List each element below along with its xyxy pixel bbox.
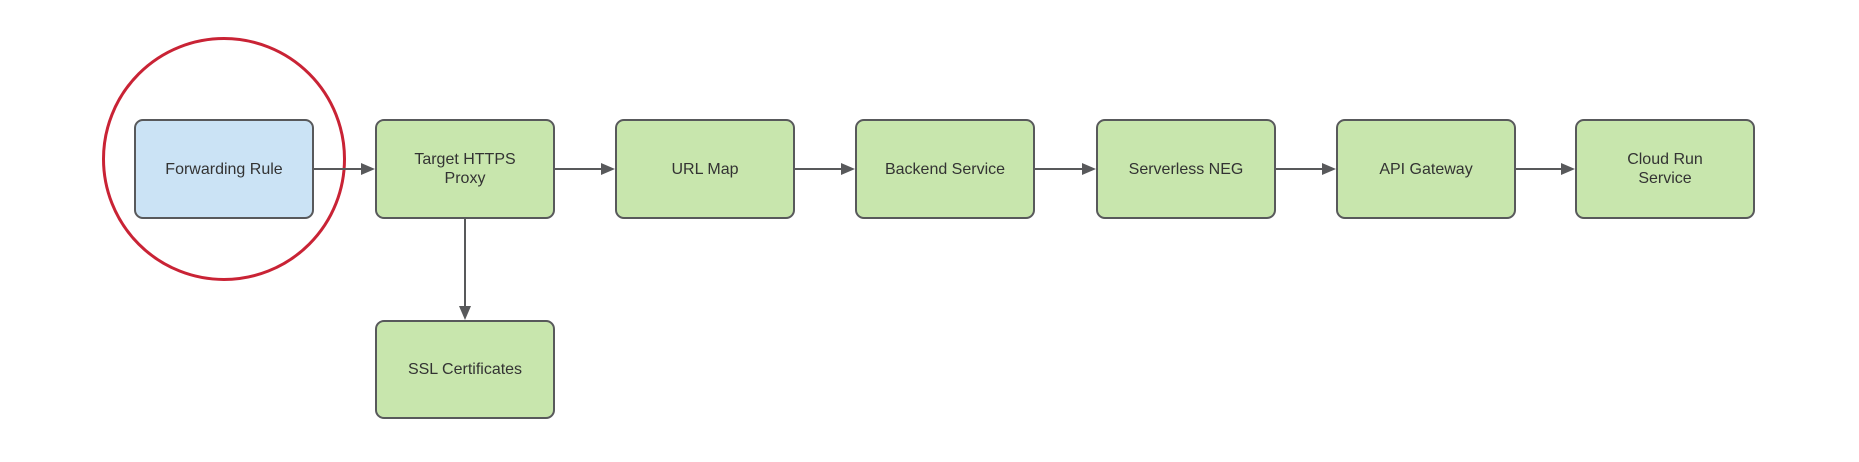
node-label: API Gateway [1379, 160, 1473, 178]
node-label: Target HTTPS Proxy [414, 151, 516, 187]
arrowhead-icon [1561, 163, 1575, 175]
arrow-line [795, 168, 841, 170]
node-forwarding-rule: Forwarding Rule [134, 119, 314, 219]
node-backend-service: Backend Service [855, 119, 1035, 219]
node-cloud-run-service: Cloud Run Service [1575, 119, 1755, 219]
node-label: Serverless NEG [1128, 160, 1244, 178]
node-label: SSL Certificates [407, 361, 523, 378]
highlight-circle [102, 37, 346, 281]
node-api-gateway: API Gateway [1336, 119, 1516, 219]
arrow-line [1516, 168, 1561, 170]
arrowhead-icon [361, 163, 375, 175]
arrow-line [1035, 168, 1082, 170]
arrow-line [464, 219, 466, 306]
node-label: Cloud Run Service [1627, 151, 1703, 187]
node-url-map: URL Map [615, 119, 795, 219]
node-ssl-certificates: SSL Certificates [375, 320, 555, 419]
arrowhead-icon [601, 163, 615, 175]
arrowhead-icon [1322, 163, 1336, 175]
node-label: Backend Service [884, 160, 1006, 178]
arrow-line [314, 168, 361, 170]
arrowhead-icon [841, 163, 855, 175]
node-target-https-proxy: Target HTTPS Proxy [375, 119, 555, 219]
node-label: Forwarding Rule [165, 160, 283, 178]
arrowhead-icon [1082, 163, 1096, 175]
node-label: URL Map [671, 160, 739, 178]
arrowhead-icon [459, 306, 471, 320]
arrow-line [1276, 168, 1322, 170]
arrow-line [555, 168, 601, 170]
node-serverless-neg: Serverless NEG [1096, 119, 1276, 219]
